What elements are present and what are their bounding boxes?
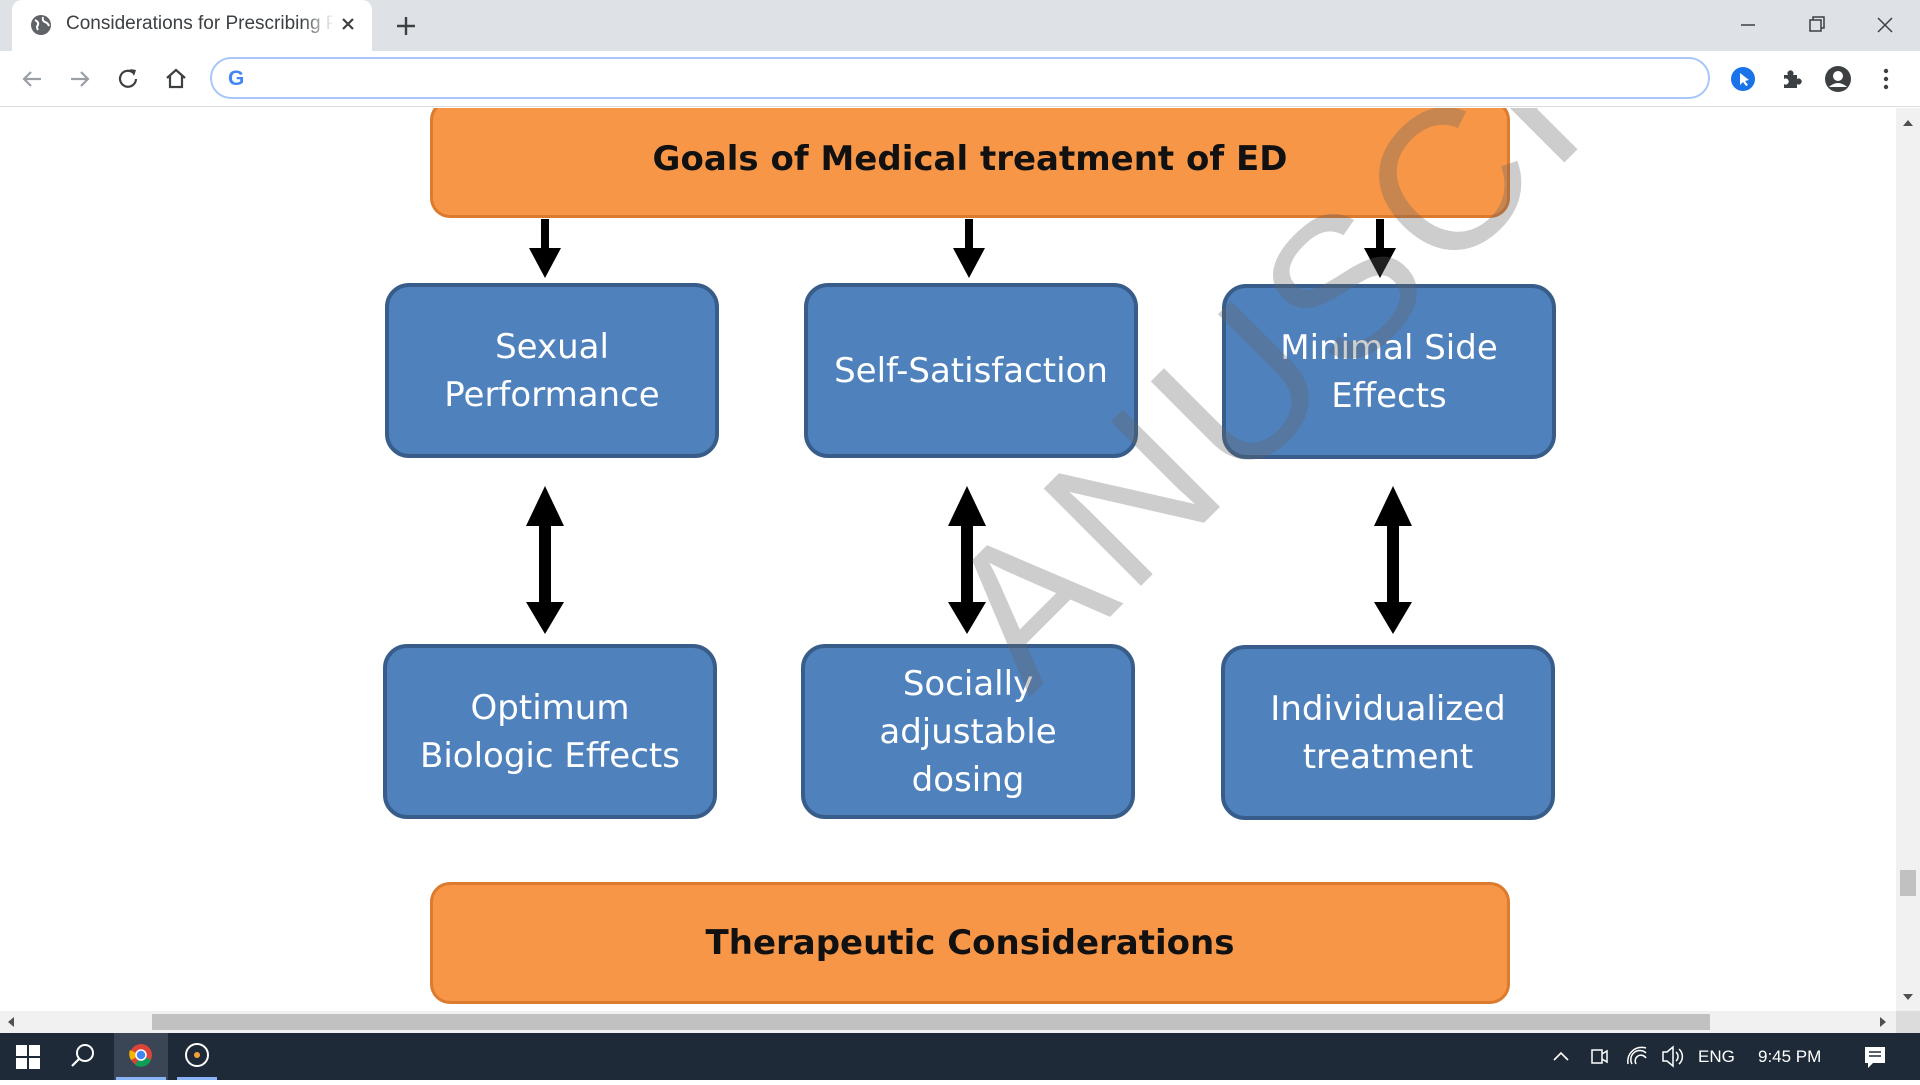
taskbar: ENG 9:45 PM bbox=[0, 1033, 1920, 1080]
arrow-down-3 bbox=[1364, 248, 1396, 278]
wifi-icon[interactable] bbox=[1622, 1033, 1652, 1080]
browser-toolbar: G bbox=[0, 51, 1920, 107]
sexual-performance-box: Sexual Performance bbox=[385, 283, 719, 458]
clock[interactable]: 9:45 PM bbox=[1758, 1047, 1822, 1066]
chevron-up-icon[interactable] bbox=[1548, 1033, 1574, 1080]
therapeutic-considerations-box: Therapeutic Considerations bbox=[430, 882, 1510, 1004]
cursor-extension-icon[interactable] bbox=[1728, 64, 1758, 94]
disc-icon bbox=[177, 1043, 217, 1080]
menu-icon[interactable] bbox=[1871, 64, 1901, 94]
forward-icon[interactable] bbox=[65, 64, 95, 94]
home-icon[interactable] bbox=[161, 64, 191, 94]
address-bar[interactable]: G bbox=[210, 57, 1710, 99]
reload-icon[interactable] bbox=[113, 64, 143, 94]
plus-icon[interactable] bbox=[392, 12, 420, 40]
restore-icon[interactable] bbox=[1793, 10, 1839, 40]
individualized-treatment-box: Individualized treatment bbox=[1221, 645, 1555, 820]
vertical-scroll-thumb[interactable] bbox=[1900, 870, 1916, 896]
self-satisfaction-box: Self-Satisfaction bbox=[804, 283, 1138, 458]
optimum-biologic-effects-box: Optimum Biologic Effects bbox=[383, 644, 717, 819]
browser-tab[interactable]: Considerations for Prescribing Phosphodi… bbox=[12, 0, 372, 51]
search-icon[interactable] bbox=[62, 1033, 102, 1080]
windows-start-icon[interactable] bbox=[10, 1033, 46, 1080]
chrome-icon bbox=[116, 1044, 166, 1080]
goals-box: Goals of Medical treatment of ED bbox=[430, 108, 1510, 218]
google-icon: G bbox=[228, 67, 245, 90]
scrollbar-corner bbox=[1896, 1011, 1920, 1033]
meet-now-icon[interactable] bbox=[1586, 1033, 1612, 1080]
arrow-down-1 bbox=[529, 248, 561, 278]
scroll-up-icon[interactable] bbox=[1896, 112, 1920, 134]
close-icon[interactable] bbox=[337, 13, 359, 35]
minimize-icon[interactable] bbox=[1725, 10, 1771, 40]
chrome-taskbar-button[interactable] bbox=[114, 1033, 168, 1080]
arrows-layer bbox=[526, 219, 1412, 992]
globe-icon bbox=[31, 15, 51, 35]
profile-icon[interactable] bbox=[1823, 64, 1853, 94]
tab-strip: Considerations for Prescribing Phosphodi… bbox=[0, 0, 1920, 51]
horizontal-scrollbar[interactable] bbox=[0, 1011, 1896, 1033]
scroll-left-icon[interactable] bbox=[0, 1011, 22, 1033]
volume-icon[interactable] bbox=[1658, 1033, 1688, 1080]
page-content: Goals of Medical treatment of ED Sexual … bbox=[0, 108, 1896, 1011]
arrow-down-2 bbox=[953, 248, 985, 278]
language-indicator[interactable]: ENG bbox=[1698, 1047, 1735, 1066]
scroll-down-icon[interactable] bbox=[1896, 986, 1920, 1008]
back-icon[interactable] bbox=[17, 64, 47, 94]
notification-icon[interactable] bbox=[1858, 1033, 1892, 1080]
media-taskbar-button[interactable] bbox=[174, 1033, 220, 1080]
horizontal-scroll-thumb[interactable] bbox=[152, 1014, 1710, 1030]
window-close-icon[interactable] bbox=[1862, 10, 1908, 40]
scroll-right-icon[interactable] bbox=[1872, 1011, 1894, 1033]
socially-adjustable-dosing-box: Socially adjustable dosing bbox=[801, 644, 1135, 819]
address-input[interactable] bbox=[260, 65, 1680, 91]
extension-icon[interactable] bbox=[1776, 64, 1806, 94]
vertical-scrollbar[interactable] bbox=[1896, 108, 1920, 1011]
tab-title: Considerations for Prescribing Phosphodi… bbox=[66, 13, 334, 34]
minimal-side-effects-box: Minimal Side Effects bbox=[1222, 284, 1556, 459]
